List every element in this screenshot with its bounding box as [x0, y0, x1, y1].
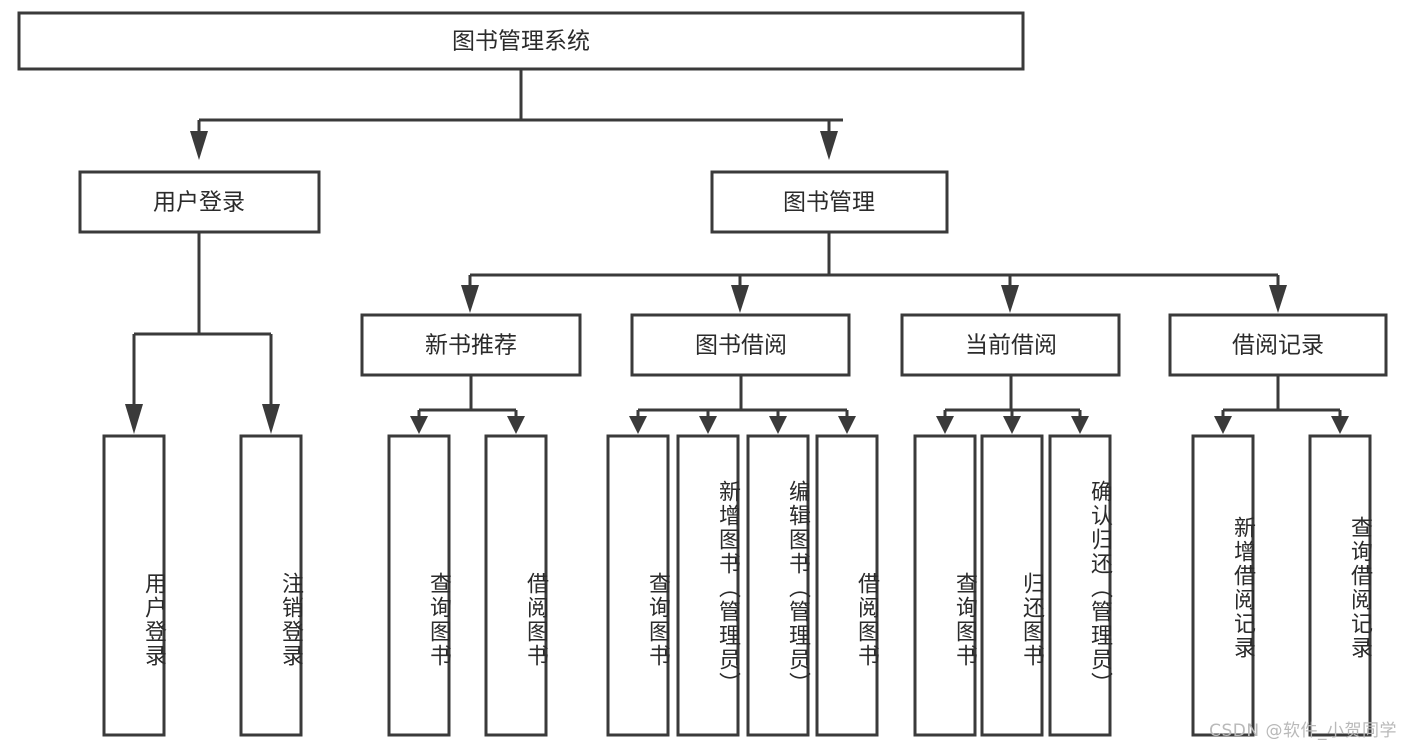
- node-new-book-recommend-box[interactable]: [360, 313, 582, 377]
- arrow-down-icon: [461, 285, 479, 313]
- node-user-login-label: 用户登录: [153, 190, 245, 216]
- arrow-down-icon: [1071, 416, 1089, 434]
- arrow-down-icon: [1214, 416, 1232, 434]
- leaf-box-query-book-1[interactable]: [387, 434, 451, 737]
- arrow-down-icon: [190, 131, 208, 160]
- arrow-down-icon: [1331, 416, 1349, 434]
- node-book-borrow-label: 图书借阅: [695, 333, 787, 359]
- leaf-box-user-login[interactable]: [102, 434, 166, 737]
- connector-book-borrow-to-leaves: [629, 375, 856, 434]
- arrow-down-icon: [1003, 416, 1021, 434]
- node-user-login[interactable]: 用户登录: [78, 170, 321, 234]
- arrow-down-icon: [1001, 285, 1019, 313]
- leaf-box-query-book-3[interactable]: [913, 434, 977, 737]
- node-new-book-recommend[interactable]: 新书推荐: [360, 313, 582, 377]
- connector-book-management-to-level3: [461, 232, 1287, 313]
- node-current-borrow-label: 当前借阅: [965, 333, 1057, 359]
- arrow-down-icon: [410, 416, 428, 434]
- arrow-down-icon: [699, 416, 717, 434]
- arrow-down-icon: [1269, 285, 1287, 313]
- leaf-box-return-book[interactable]: [980, 434, 1044, 737]
- arrow-down-icon: [262, 404, 280, 434]
- node-root-box[interactable]: [17, 11, 1025, 71]
- leaf-box-borrow-book-1[interactable]: [484, 434, 548, 737]
- arrow-down-icon: [731, 285, 749, 313]
- leaf-box-logout[interactable]: [239, 434, 303, 737]
- leaf-box-add-book[interactable]: [676, 434, 740, 737]
- node-borrow-record[interactable]: 借阅记录: [1168, 313, 1388, 377]
- node-book-management-label: 图书管理: [783, 190, 875, 216]
- arrow-down-icon: [838, 416, 856, 434]
- node-new-book-recommend-label: 新书推荐: [425, 333, 517, 359]
- connector-user-login-to-leaves: [125, 232, 280, 434]
- connector-root-to-level2: [190, 69, 843, 160]
- node-user-login-box[interactable]: [78, 170, 321, 234]
- node-borrow-record-label: 借阅记录: [1232, 333, 1324, 359]
- connector-current-borrow-to-leaves: [936, 375, 1089, 434]
- arrow-down-icon: [507, 416, 525, 434]
- node-current-borrow-box[interactable]: [900, 313, 1121, 377]
- arrow-down-icon: [629, 416, 647, 434]
- leaf-box-query-record[interactable]: [1308, 434, 1372, 737]
- leaf-box-add-record[interactable]: [1191, 434, 1255, 737]
- leaf-box-borrow-book-2[interactable]: [815, 434, 879, 737]
- leaf-box-edit-book[interactable]: [746, 434, 810, 737]
- node-book-management[interactable]: 图书管理: [710, 170, 949, 234]
- node-root-label: 图书管理系统: [452, 29, 590, 55]
- node-root[interactable]: 图书管理系统: [17, 11, 1025, 71]
- connector-borrow-record-to-leaves: [1214, 375, 1349, 434]
- arrow-down-icon: [125, 404, 143, 434]
- arrow-down-icon: [820, 131, 838, 160]
- node-current-borrow[interactable]: 当前借阅: [900, 313, 1121, 377]
- leaf-box-query-book-2[interactable]: [606, 434, 670, 737]
- connector-new-book-recommend-to-leaves: [410, 375, 525, 434]
- arrow-down-icon: [769, 416, 787, 434]
- arrow-down-icon: [936, 416, 954, 434]
- node-book-borrow[interactable]: 图书借阅: [630, 313, 851, 377]
- leaf-box-confirm-return[interactable]: [1048, 434, 1112, 737]
- csdn-watermark: CSDN @软件_小贺同学: [1209, 721, 1397, 741]
